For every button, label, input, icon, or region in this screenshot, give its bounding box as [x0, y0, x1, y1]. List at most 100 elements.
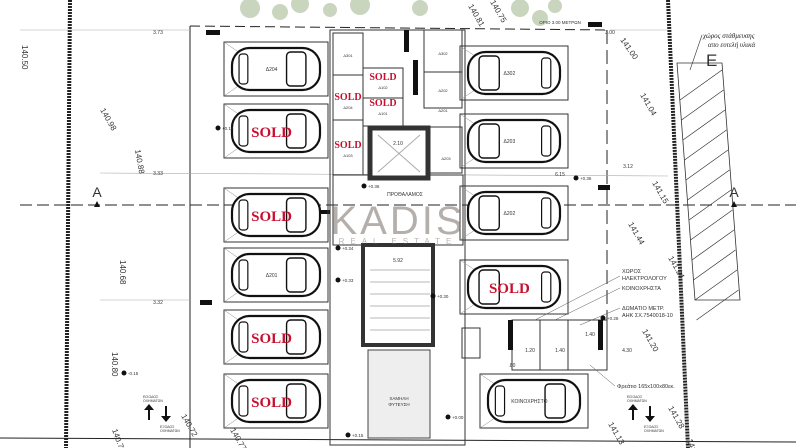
elevation-label: 141.20: [640, 328, 660, 354]
car-windshield: [285, 51, 307, 87]
level-marker-icon: [361, 183, 367, 189]
car-windshield: [285, 257, 307, 293]
car-windshield: [478, 195, 500, 231]
elevation-label: 140.50: [20, 45, 29, 70]
exit-arrow-icon: [645, 406, 655, 422]
parking-space-left-2: SOLD: [223, 103, 329, 159]
storage-id: Δ103: [343, 153, 353, 158]
elevation-label: 141.13: [606, 421, 626, 447]
storage-id: Δ102: [378, 85, 388, 90]
car-icon: [230, 108, 322, 154]
elevation-label: 140.70: [110, 428, 127, 448]
parking-id: Δ204: [266, 67, 278, 73]
parking-space-right-3: Δ202: [459, 185, 569, 241]
elevation-label: 140.77: [228, 427, 248, 448]
elevation-label: 140.98: [98, 107, 118, 133]
car-windshield: [285, 383, 307, 419]
parking-id: Δ201: [266, 273, 278, 279]
level-label: -0.15: [128, 371, 139, 376]
storage-id: Δ301: [343, 53, 353, 58]
car-windshield: [478, 55, 500, 91]
car-icon: [466, 264, 562, 310]
dimension-label: 3.32: [153, 300, 163, 306]
car-icon: [466, 190, 562, 236]
storage-rooms: [329, 29, 608, 446]
parking-bay: [223, 373, 329, 429]
car-windshield: [544, 383, 566, 419]
parking-bay: [223, 247, 329, 303]
elevation-label: 140.72: [179, 413, 199, 439]
storage-id: Δ202: [438, 88, 448, 93]
elevation-label: 141.28: [666, 405, 686, 431]
storage-id: Δ101: [378, 111, 388, 116]
dimension-label: 5.92: [393, 258, 403, 264]
section-arrow-icon: [731, 201, 737, 207]
parking-space-right-1: Δ302: [459, 45, 569, 101]
leader-line: [579, 307, 621, 326]
parking-id: ΚΟΙΝΟΧΡΗΣΤΟ: [511, 399, 547, 405]
entry-label: ΟΧΗΜΑΤΩΝ: [143, 399, 163, 403]
section-marker: A: [729, 184, 739, 200]
car-icon: [230, 378, 322, 424]
low-planting-label: ΧΑΜΗΛΗ: [389, 396, 408, 401]
storage-id: Δ204: [343, 105, 353, 110]
parking-bay: [223, 41, 329, 97]
section-arrow-icon: [94, 201, 100, 207]
car-icon: [486, 378, 582, 424]
car-icon: [230, 314, 322, 360]
hatch-line: [682, 109, 726, 141]
leader-line: [534, 275, 621, 321]
parking-space-left-1: Δ204: [223, 41, 329, 97]
car-rear-window: [238, 259, 249, 291]
car-rear-window: [238, 199, 249, 231]
car-rear-window: [238, 385, 249, 417]
level-label: +0.15: [352, 433, 364, 438]
hatch-line: [687, 169, 730, 201]
parking-id: Δ202: [504, 211, 516, 217]
level-marker-icon: [600, 315, 606, 321]
exit-label: ΟΧΗΜΑΤΩΝ: [644, 429, 664, 433]
car-icon: [466, 118, 562, 164]
dimension-label: 1.20: [525, 348, 535, 354]
storage-sold-label: SOLD: [369, 72, 396, 83]
callout-label: ΚΟΙΝΟΧΡΗΣΤΑ: [622, 286, 661, 292]
hatched-parking-zone: [676, 62, 741, 321]
entry-label: ΕΙΣΟΔΟΣ: [627, 395, 643, 399]
level-marker-icon: [215, 125, 221, 131]
elevation-label: 141.00: [618, 36, 640, 62]
parking-bay: [459, 259, 569, 315]
callout-label: ΧΩΡΟΣ: [622, 269, 642, 275]
car-rear-window: [238, 115, 249, 147]
wall-segments: [200, 22, 610, 350]
parking-bay: [223, 309, 329, 365]
leader-line: [554, 287, 621, 321]
car-windshield: [285, 197, 307, 233]
car-windshield: [285, 319, 307, 355]
section-marker: A: [92, 184, 102, 200]
sold-label: SOLD: [251, 331, 292, 347]
parking-bay: [459, 45, 569, 101]
car-rear-window: [540, 57, 552, 89]
dimension-label: 3.00: [605, 30, 615, 36]
level-label: +0.16: [222, 126, 234, 131]
entry-label: ΕΙΣΟΔΟΣ: [143, 395, 159, 399]
kadis-watermark-logo: KADIS: [330, 199, 465, 243]
level-label: +0.28: [607, 316, 619, 321]
car-rear-window: [238, 321, 249, 353]
hatch-line: [681, 89, 724, 121]
elevation-label: 140.68: [118, 260, 127, 285]
dimension-label: 3.33: [153, 171, 163, 177]
parking-id: Δ302: [504, 71, 516, 77]
car-rear-window: [540, 271, 552, 303]
car-rear-window: [540, 125, 552, 157]
callout-label: ΑΗΚ ΣΧ.7540018-10: [622, 313, 673, 319]
car-icon: [230, 192, 322, 238]
parking-space-right-2: Δ203: [459, 113, 569, 169]
callout-label: ΗΛΕΚΤΡΟΛΟΓΟΥ: [622, 276, 667, 282]
dimension-label: 4.30: [622, 348, 632, 354]
leader-line: [589, 364, 616, 387]
parking-bay: [459, 113, 569, 169]
sold-label: SOLD: [489, 281, 530, 297]
elevation-label: 141.26: [685, 438, 702, 448]
dimension-label: 6.15: [555, 172, 565, 178]
